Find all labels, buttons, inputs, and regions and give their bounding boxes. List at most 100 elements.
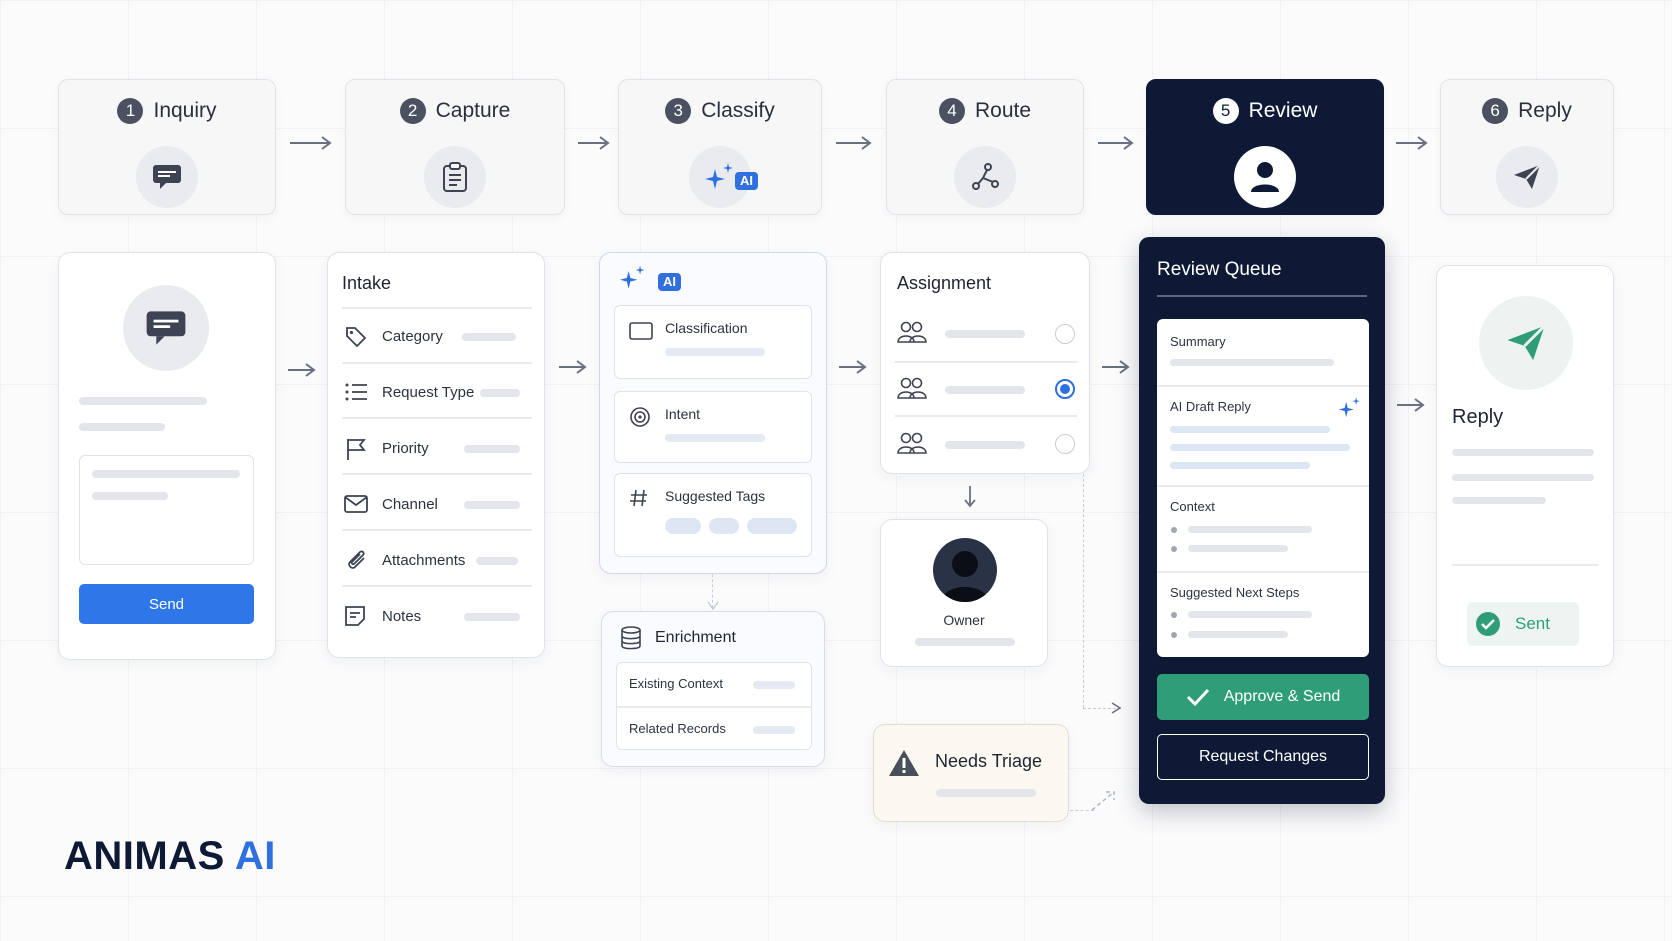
context-label: Context: [1170, 499, 1215, 514]
mail-icon: [344, 495, 368, 518]
check-circle-icon: [1476, 612, 1500, 636]
tag-chip: [665, 518, 701, 534]
target-icon: [629, 406, 651, 433]
assignment-title: Assignment: [897, 273, 992, 293]
approve-send-label: Approve & Send: [1223, 688, 1341, 705]
step-title: Capture: [435, 99, 511, 122]
arrow-icon: [1102, 360, 1130, 374]
inquiry-card: Send: [58, 252, 276, 660]
field-request-type: Request Type: [382, 384, 475, 401]
sent-label: Sent: [1515, 614, 1550, 633]
users-icon: [897, 432, 927, 459]
step-capture[interactable]: 2 Capture: [345, 79, 565, 215]
field-channel: Channel: [382, 496, 438, 513]
step-classify[interactable]: 3 Classify AI: [618, 79, 822, 215]
message-icon: [123, 285, 209, 371]
arrow-icon: [1098, 136, 1134, 150]
message-textarea[interactable]: [79, 455, 254, 565]
paperclip-icon: [346, 547, 368, 576]
flag-icon: [344, 437, 368, 466]
step-title: Inquiry: [153, 99, 217, 122]
step-inquiry[interactable]: 1 Inquiry: [58, 79, 276, 215]
avatar: [933, 538, 997, 602]
user-icon: [1234, 146, 1296, 208]
tag-icon: [344, 325, 368, 354]
classification-box: Classification: [614, 305, 812, 379]
sparkles-icon: [1337, 395, 1363, 426]
review-queue-title: Review Queue: [1157, 259, 1282, 280]
owner-label: Owner: [943, 612, 985, 628]
send-icon: [1496, 146, 1558, 208]
arrow-icon: [290, 136, 332, 150]
suggested-tags-box: Suggested Tags: [614, 473, 812, 557]
step-review[interactable]: 5 Review: [1146, 79, 1384, 215]
arrow-icon: [288, 363, 316, 377]
warning-icon: [888, 749, 920, 782]
arrow-icon: [1396, 136, 1428, 150]
step-number: 5: [1212, 98, 1239, 124]
users-icon: [897, 377, 927, 404]
list-icon: [344, 381, 368, 408]
reply-card: Reply Sent: [1436, 265, 1614, 667]
arrow-icon: [1111, 702, 1122, 714]
step-title: Route: [974, 99, 1032, 122]
owner-card: Owner: [880, 519, 1048, 667]
sent-status: Sent: [1467, 602, 1579, 646]
arrow-icon: [559, 360, 587, 374]
message-icon: [136, 146, 198, 208]
brand-name: ANIMAS: [64, 834, 225, 878]
database-icon: [620, 626, 642, 655]
arrow-down-icon: [707, 601, 719, 611]
brand-suffix: AI: [234, 834, 276, 878]
step-title: Reply: [1518, 99, 1572, 122]
review-sections: Summary AI Draft Reply Context Suggested…: [1157, 319, 1369, 657]
arrow-icon: [1091, 791, 1115, 811]
review-queue-panel: Review Queue Summary AI Draft Reply Cont…: [1139, 237, 1385, 804]
reply-title: Reply: [1452, 406, 1504, 428]
field-category: Category: [382, 328, 443, 345]
route-icon: [954, 146, 1016, 208]
assignee-radio-selected[interactable]: [1055, 379, 1075, 399]
step-number: 1: [117, 98, 144, 124]
needs-triage-label: Needs Triage: [935, 751, 1043, 771]
needs-triage-card: Needs Triage: [873, 724, 1069, 822]
users-icon: [897, 321, 927, 348]
ai-badge: AI: [658, 273, 681, 291]
assignee-radio[interactable]: [1055, 434, 1075, 454]
send-button-label: Send: [148, 595, 185, 613]
enrichment-table: Existing Context Related Records: [616, 662, 812, 750]
arrow-icon: [578, 136, 610, 150]
send-button[interactable]: Send: [79, 584, 254, 624]
intake-title: Intake: [342, 273, 392, 293]
field-priority: Priority: [382, 440, 429, 457]
sparkles-icon: [618, 263, 648, 298]
step-title: Review: [1248, 99, 1318, 122]
step-route[interactable]: 4 Route: [886, 79, 1084, 215]
existing-context-label: Existing Context: [629, 676, 723, 691]
arrow-icon: [1397, 398, 1425, 412]
hash-icon: [629, 488, 649, 513]
step-title: Classify: [701, 99, 775, 122]
step-number: 3: [665, 98, 692, 124]
arrow-icon: [836, 136, 872, 150]
enrichment-card: Enrichment Existing Context Related Reco…: [601, 611, 825, 767]
assignee-radio[interactable]: [1055, 324, 1075, 344]
check-icon: [1186, 688, 1209, 707]
approve-send-button[interactable]: Approve & Send: [1157, 674, 1369, 720]
ai-badge: AI: [735, 172, 758, 190]
field-attachments: Attachments: [382, 552, 466, 569]
step-number: 4: [938, 98, 965, 124]
classify-card: AI Classification Intent Suggested Tags: [599, 252, 827, 574]
step-number: 2: [399, 98, 426, 124]
request-changes-button[interactable]: Request Changes: [1157, 734, 1369, 780]
arrow-down-icon: [964, 486, 976, 508]
suggested-next-steps-label: Suggested Next Steps: [1170, 585, 1300, 600]
step-reply[interactable]: 6 Reply: [1440, 79, 1614, 215]
arrow-icon: [839, 360, 867, 374]
brand-logo: ANIMAS AI: [64, 834, 276, 879]
intent-box: Intent: [614, 391, 812, 463]
send-icon: [1479, 296, 1573, 390]
step-number: 6: [1482, 98, 1509, 124]
suggested-tags-label: Suggested Tags: [665, 488, 766, 504]
ai-draft-reply-label: AI Draft Reply: [1170, 399, 1251, 414]
